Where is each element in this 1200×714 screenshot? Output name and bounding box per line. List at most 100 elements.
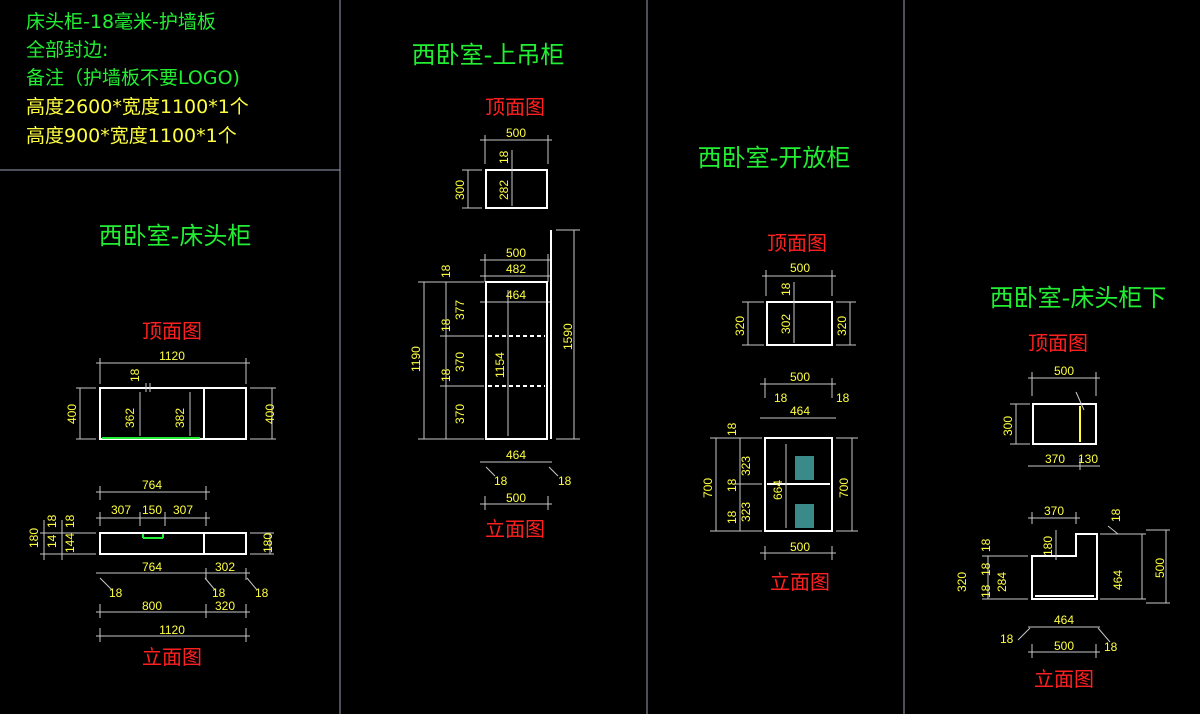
dimension-label: 18	[494, 474, 508, 488]
dimension-label: 18	[725, 422, 739, 436]
dimension-label: 18	[439, 264, 453, 278]
dimension-label: 300	[453, 180, 467, 200]
dimension-label: 320	[733, 316, 747, 336]
front-view-label: 立面图	[770, 570, 830, 594]
decor-object	[795, 504, 814, 528]
dimension-label: 800	[142, 599, 162, 613]
dimension-label: 18	[1000, 632, 1014, 646]
dimension-label: 377	[453, 300, 467, 320]
top-view-label: 顶面图	[485, 95, 545, 119]
dimension-label: 464	[506, 448, 526, 462]
dimension-label: 302	[779, 314, 793, 334]
section-open-cabinet: 西卧室-开放柜 顶面图 500 18 302 320 320 500 18	[698, 144, 858, 594]
note-line: 高度2600*宽度1100*1个	[26, 96, 249, 118]
section-title: 西卧室-上吊柜	[412, 41, 565, 69]
dimension-label: 180	[261, 533, 275, 553]
dimension-label: 500	[506, 246, 526, 260]
dimension-label: 464	[1111, 570, 1125, 590]
dimension-label: 323	[739, 502, 753, 522]
front-view: 764 307 150 307 180 18 18 14 144	[27, 478, 275, 642]
dimension-label: 18	[128, 368, 142, 382]
dimension-label: 180	[1041, 536, 1055, 556]
dimension-label: 18	[439, 318, 453, 332]
dimension-label: 307	[173, 503, 193, 517]
dimension-label: 500	[1153, 558, 1167, 578]
dimension-label: 500	[790, 540, 810, 554]
dimension-label: 18	[979, 584, 993, 598]
dimension-label: 1190	[409, 346, 423, 372]
dimension-label: 370	[1045, 452, 1065, 466]
dimension-label: 307	[111, 503, 131, 517]
section-title: 西卧室-开放柜	[698, 144, 851, 172]
dimension-label: 180	[27, 528, 41, 548]
dimension-label: 464	[790, 404, 810, 418]
dimension-label: 284	[995, 572, 1009, 592]
dimension-label: 320	[955, 572, 969, 592]
dimension-label: 464	[506, 288, 526, 302]
section-title: 西卧室-床头柜下	[990, 284, 1167, 312]
dimension-label: 18	[725, 478, 739, 492]
top-view: 500 18 302 320 320	[733, 261, 856, 346]
dimension-label: 764	[142, 560, 162, 574]
dimension-label: 500	[506, 491, 526, 505]
section-bedside-cabinet: 西卧室-床头柜 顶面图 1120 18 362 382 400 400	[27, 222, 277, 669]
dimension-label: 500	[1054, 639, 1074, 653]
dimension-label: 500	[790, 261, 810, 275]
dimension-label: 18	[774, 391, 788, 405]
dimension-label: 18	[725, 510, 739, 524]
decor-object	[795, 456, 814, 480]
dimension-label: 282	[497, 180, 511, 200]
dimension-label: 18	[109, 586, 123, 600]
top-view-label: 顶面图	[767, 231, 827, 255]
dimension-label: 482	[506, 262, 526, 276]
dimension-label: 18	[1104, 640, 1118, 654]
dimension-label: 18	[779, 282, 793, 296]
dimension-label: 1120	[159, 623, 185, 637]
dimension-label: 150	[142, 503, 162, 517]
dimension-label: 18	[836, 391, 850, 405]
top-view: 1120 18 362 382 400 400	[65, 349, 277, 440]
front-view: 370 180 18 18 320 18 284 18 464 500 464	[955, 504, 1170, 658]
dimension-label: 18	[63, 514, 77, 528]
dimension-label: 144	[63, 533, 77, 553]
dimension-label: 1120	[159, 349, 185, 363]
dimension-label: 500	[790, 370, 810, 384]
dimension-label: 18	[1109, 508, 1123, 522]
front-view-label: 立面图	[485, 517, 545, 541]
dimension-label: 370	[453, 404, 467, 424]
section-title: 西卧室-床头柜	[99, 222, 252, 250]
note-line: 全部封边:	[26, 39, 108, 61]
top-view: 500 18 282 300	[453, 126, 552, 209]
dimension-label: 1154	[493, 352, 507, 378]
dimension-label: 302	[215, 560, 235, 574]
dimension-label: 14	[45, 534, 59, 548]
section-upper-cabinet: 西卧室-上吊柜 顶面图 500 18 282 300 500 482 464	[409, 41, 580, 541]
dimension-label: 323	[739, 456, 753, 476]
note-line: 备注（护墙板不要LOGO)	[26, 67, 240, 89]
front-view-label: 立面图	[1034, 667, 1094, 691]
note-line: 高度900*宽度1100*1个	[26, 125, 237, 147]
dimension-label: 18	[497, 150, 511, 164]
dimension-label: 664	[771, 480, 785, 500]
top-view-label: 顶面图	[1028, 331, 1088, 355]
dimension-label: 500	[506, 126, 526, 140]
dimension-label: 320	[835, 316, 849, 336]
dimension-label: 320	[215, 599, 235, 613]
dimension-label: 370	[453, 352, 467, 372]
dimension-label: 18	[45, 514, 59, 528]
dimension-label: 400	[263, 404, 277, 424]
dimension-label: 300	[1001, 416, 1015, 436]
dimension-label: 1590	[561, 323, 575, 350]
dimension-label: 18	[979, 562, 993, 576]
dimension-label: 700	[701, 478, 715, 498]
dimension-label: 18	[979, 538, 993, 552]
dimension-label: 18	[255, 586, 269, 600]
section-bedside-lower: 西卧室-床头柜下 顶面图 500 300 370 130 370	[955, 284, 1170, 691]
front-view: 500 482 464 1154 18 377 18 370 18 370	[409, 229, 580, 510]
dimension-label: 130	[1078, 452, 1098, 466]
dimension-label: 18	[558, 474, 572, 488]
dimension-label: 370	[1044, 504, 1064, 518]
front-view-label: 立面图	[142, 645, 202, 669]
dimension-label: 500	[1054, 364, 1074, 378]
